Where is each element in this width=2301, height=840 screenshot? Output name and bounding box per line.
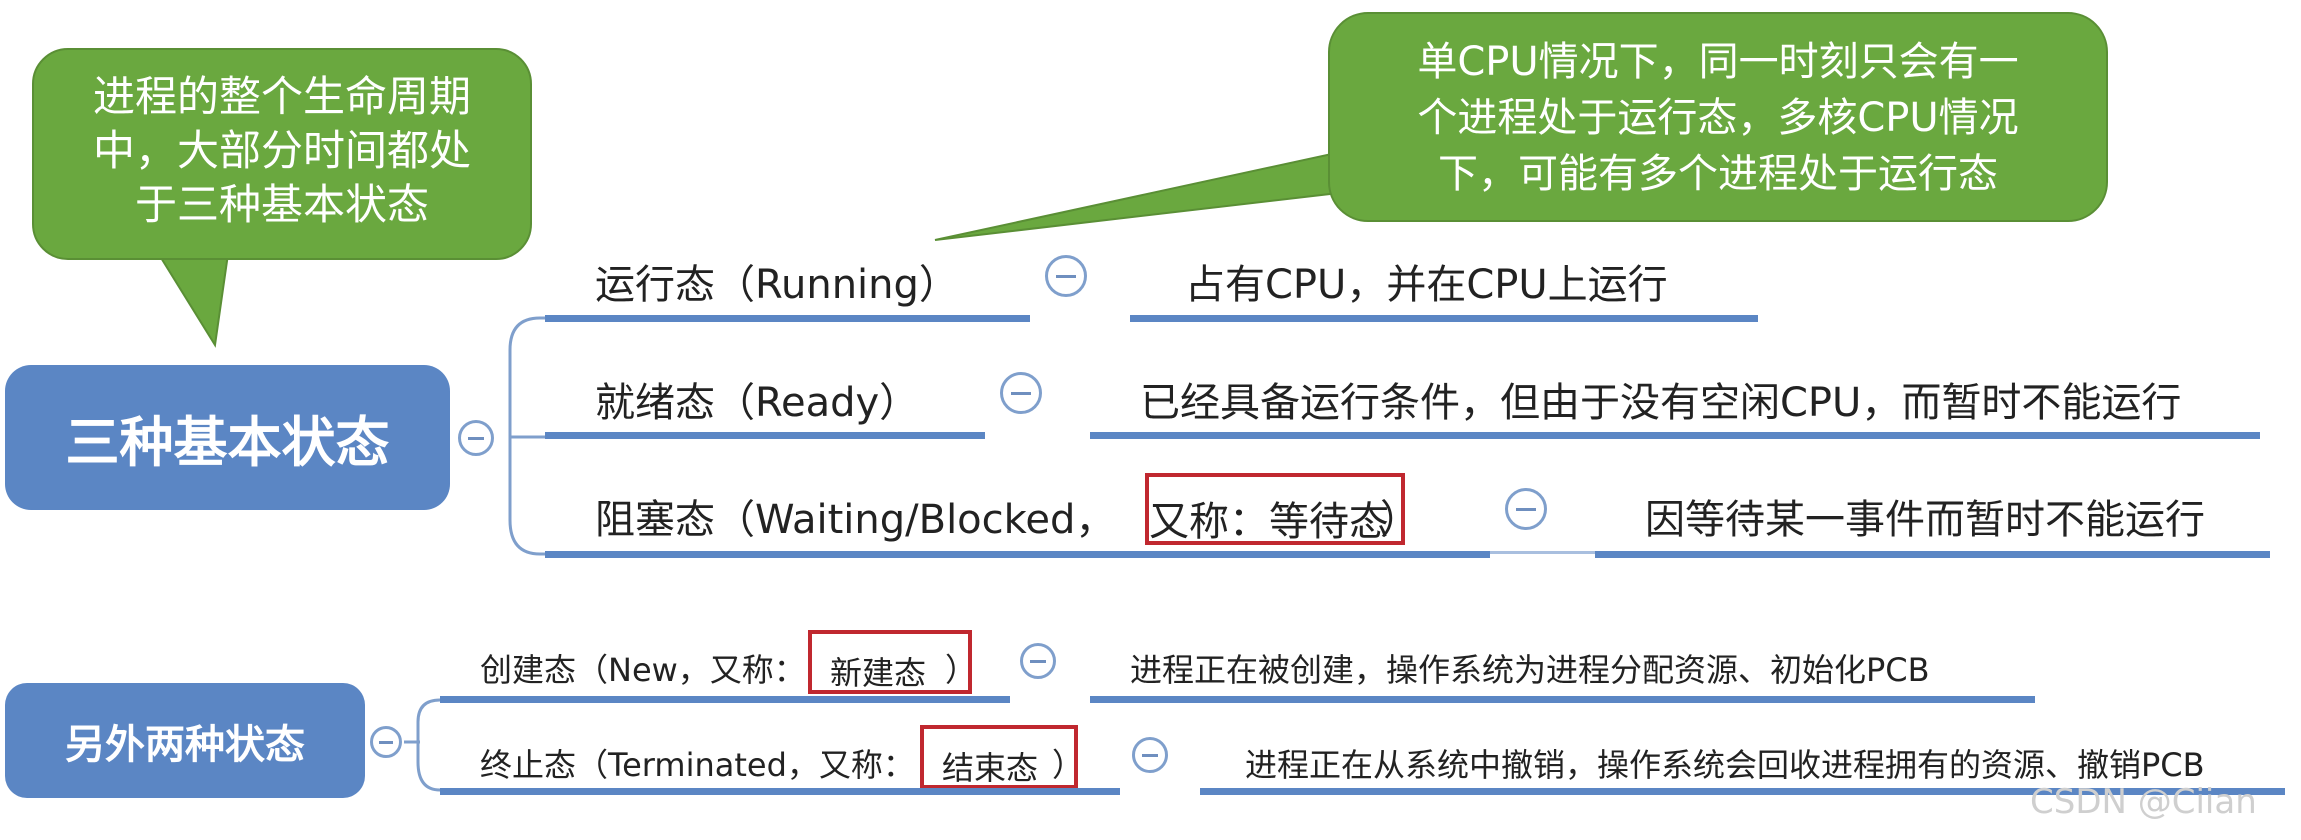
left-callout: 进程的整个生命周期 中，大部分时间都处 于三种基本状态 bbox=[32, 48, 532, 260]
state-terminated-alias-text: 结束态 bbox=[942, 749, 1039, 787]
minus-circle-icon[interactable] bbox=[370, 726, 402, 758]
state-new-desc: 进程正在被创建，操作系统为进程分配资源、初始化PCB bbox=[1130, 651, 1930, 689]
state-terminated-underline bbox=[440, 788, 1120, 795]
state-blocked-desc: 因等待某一事件而暂时不能运行 bbox=[1645, 497, 2205, 543]
right-callout-line: 单CPU情况下，同一时刻只会有一 bbox=[1417, 39, 2019, 85]
state-running-desc: 占有CPU，并在CPU上运行 bbox=[1185, 262, 1668, 308]
state-new-label-end: ） bbox=[945, 651, 978, 689]
basic-states-root[interactable]: 三种基本状态 bbox=[5, 365, 450, 510]
right-callout-line: 下，可能有多个进程处于运行态 bbox=[1438, 151, 1998, 197]
left-callout-line: 于三种基本状态 bbox=[134, 180, 429, 229]
basic-states-root-label: 三种基本状态 bbox=[65, 411, 390, 474]
state-ready-desc: 已经具备运行条件，但由于没有空闲CPU，而暂时不能运行 bbox=[1140, 380, 2182, 426]
state-blocked-desc-underline bbox=[1595, 551, 2270, 558]
left-callout-line: 进程的整个生命周期 bbox=[92, 72, 471, 121]
state-new-alias-text: 新建态 bbox=[830, 654, 927, 692]
other-states-root[interactable]: 另外两种状态 bbox=[5, 683, 365, 798]
other-tree-connector bbox=[404, 698, 445, 792]
minus-circle-icon[interactable] bbox=[1045, 255, 1087, 297]
state-terminated-desc: 进程正在从系统中撤销，操作系统会回收进程拥有的资源、撤销PCB bbox=[1245, 746, 2205, 784]
other-states-root-label: 另外两种状态 bbox=[65, 721, 305, 768]
state-ready-underline bbox=[545, 432, 985, 439]
state-running-underline bbox=[545, 315, 1030, 322]
minus-circle-icon[interactable] bbox=[458, 420, 494, 456]
minus-circle-icon[interactable] bbox=[1132, 737, 1168, 773]
minus-circle-icon[interactable] bbox=[1020, 643, 1056, 679]
watermark: CSDN @Ciian bbox=[2030, 782, 2257, 822]
state-new-label: 创建态（New，又称： bbox=[480, 651, 806, 689]
state-blocked-label: 阻塞态（Waiting/Blocked， bbox=[595, 497, 1116, 543]
left-callout-line: 中，大部分时间都处 bbox=[92, 126, 471, 175]
state-blocked-underline bbox=[545, 551, 1490, 558]
state-new-underline bbox=[440, 696, 1010, 703]
state-new-alias: 新建态 bbox=[808, 630, 972, 694]
state-running-desc-underline bbox=[1130, 315, 1758, 322]
minus-circle-icon[interactable] bbox=[1000, 372, 1042, 414]
state-terminated-desc-underline bbox=[1200, 788, 2285, 795]
state-ready-label: 就绪态（Ready） bbox=[595, 380, 920, 426]
minus-circle-icon[interactable] bbox=[1505, 488, 1547, 530]
state-terminated-label: 终止态（Terminated，又称： bbox=[480, 746, 915, 784]
state-blocked-alias-text: 又称：等待态 bbox=[1149, 499, 1389, 545]
state-ready-desc-underline bbox=[1090, 432, 2260, 439]
state-blocked-label-end: ） bbox=[1380, 497, 1420, 543]
state-blocked-alias: 又称：等待态 bbox=[1145, 473, 1405, 545]
state-terminated-label-end: ） bbox=[1052, 746, 1085, 784]
right-callout: 单CPU情况下，同一时刻只会有一 个进程处于运行态，多核CPU情况 下，可能有多… bbox=[1328, 12, 2108, 222]
state-running-label: 运行态（Running） bbox=[595, 262, 959, 308]
right-callout-line: 个进程处于运行态，多核CPU情况 bbox=[1417, 95, 2019, 141]
state-terminated-alias: 结束态 bbox=[920, 725, 1078, 789]
state-new-desc-underline bbox=[1090, 696, 2035, 703]
